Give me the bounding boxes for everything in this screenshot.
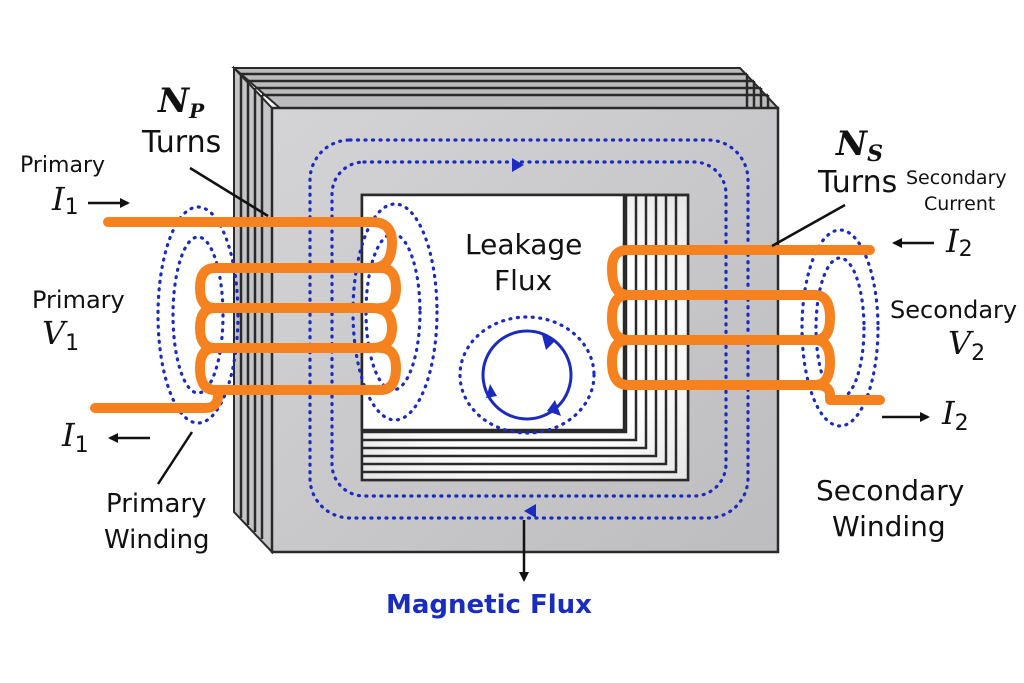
np-sub: P xyxy=(188,99,205,123)
v1-symbol: V xyxy=(42,314,68,352)
secondary-winding xyxy=(607,245,885,405)
magnetic-flux-path xyxy=(308,138,750,520)
v2-sub: 2 xyxy=(971,341,985,366)
secondary-current-line2: Current xyxy=(924,193,995,215)
v2-symbol: V xyxy=(948,324,974,362)
primary-winding-line2: Winding xyxy=(104,525,210,555)
secondary-winding-line2: Winding xyxy=(832,510,946,543)
np-label: NP Turns xyxy=(141,81,221,160)
primary-winding-pointer xyxy=(156,431,194,485)
i1-out-symbol: I xyxy=(61,416,76,454)
svg-text:NP: NP xyxy=(157,81,205,123)
leakage-flux-swirl xyxy=(458,315,596,435)
svg-text:I2: I2 xyxy=(941,394,969,436)
secondary-voltage-text: Secondary xyxy=(890,296,1017,324)
svg-text:NS: NS xyxy=(835,124,883,167)
leakage-line1: Leakage xyxy=(465,228,582,261)
primary-winding xyxy=(90,217,401,413)
secondary-current-line1: Secondary xyxy=(906,167,1007,189)
primary-winding-line1: Primary xyxy=(106,489,206,519)
svg-text:V1: V1 xyxy=(42,314,79,356)
secondary-i2-out-label: I2 xyxy=(941,394,969,436)
secondary-voltage-label: Secondary V2 xyxy=(890,296,1017,366)
i1-in-sub: 1 xyxy=(65,195,79,220)
np-symbol: N xyxy=(157,81,191,121)
secondary-winding-label: Secondary Winding xyxy=(816,474,964,543)
ns-pointer xyxy=(771,203,846,248)
ns-symbol: N xyxy=(835,124,869,164)
svg-text:I1: I1 xyxy=(51,180,79,220)
i1-out-sub: 1 xyxy=(75,433,89,458)
secondary-winding-line1: Secondary xyxy=(816,474,964,507)
flux-arrow-bottom xyxy=(524,504,536,518)
np-pointer xyxy=(189,166,269,218)
primary-winding-label: Primary Winding xyxy=(104,489,210,555)
i1-in-symbol: I xyxy=(51,180,66,218)
ns-sub: S xyxy=(867,141,883,167)
i2-in-sub: 2 xyxy=(959,237,973,262)
svg-text:I2: I2 xyxy=(945,222,973,262)
secondary-leakage-flux xyxy=(800,228,880,428)
current-arrows xyxy=(88,198,934,582)
v1-sub: 1 xyxy=(65,331,79,356)
np-turns: Turns xyxy=(141,125,221,160)
secondary-current-label: Secondary Current I2 xyxy=(906,167,1007,262)
flux-arrow-top xyxy=(512,158,524,172)
magnetic-flux-label: Magnetic Flux xyxy=(386,590,592,620)
leakage-flux-label: Leakage Flux xyxy=(465,228,582,297)
primary-current-text: Primary xyxy=(20,153,105,178)
primary-voltage-text: Primary xyxy=(32,286,125,314)
core-window-laminations xyxy=(362,195,678,474)
ns-label: NS Turns xyxy=(817,124,897,200)
primary-i1-out-label: I1 xyxy=(61,416,89,458)
i2-in-symbol: I xyxy=(945,222,960,260)
leakage-line2: Flux xyxy=(494,264,552,297)
svg-text:I1: I1 xyxy=(61,416,89,458)
i2-out-symbol: I xyxy=(941,394,956,432)
i2-out-sub: 2 xyxy=(955,411,969,436)
svg-text:V2: V2 xyxy=(948,324,985,366)
primary-current-label: Primary I1 xyxy=(20,153,105,220)
ns-turns: Turns xyxy=(817,165,897,200)
primary-voltage-label: Primary V1 xyxy=(32,286,125,356)
pointer-lines xyxy=(156,166,846,485)
